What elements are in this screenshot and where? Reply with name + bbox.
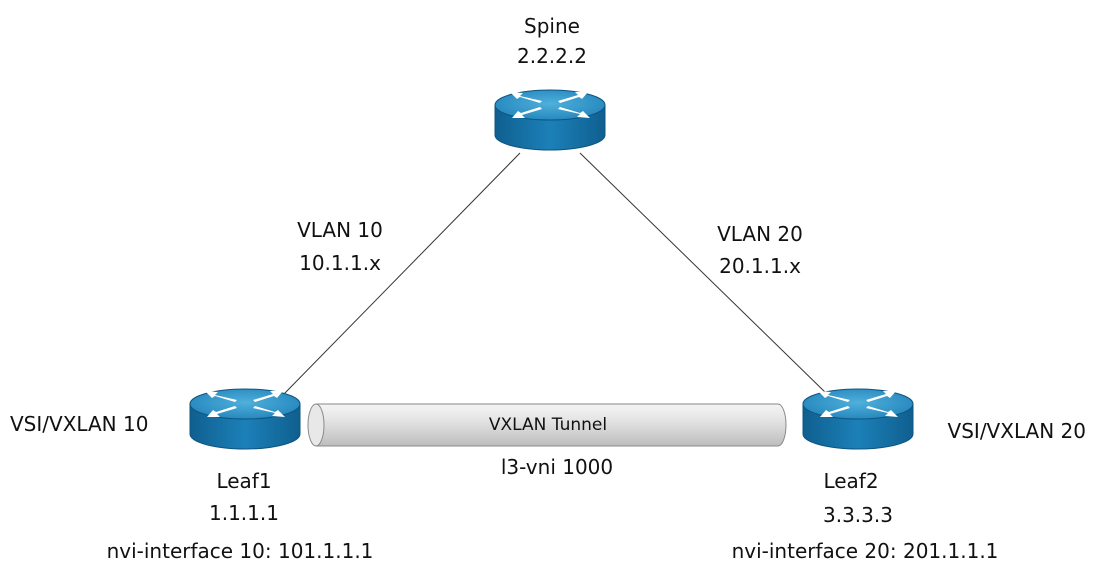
link1-vlan: VLAN 10 <box>297 218 383 242</box>
link-spine-leaf1 <box>282 152 521 396</box>
link-spine-leaf2 <box>579 152 829 396</box>
tunnel-l3vni: l3-vni 1000 <box>501 455 613 479</box>
tunnel-label: VXLAN Tunnel <box>489 415 607 435</box>
leaf1-nvi: nvi-interface 10: 101.1.1.1 <box>107 539 374 563</box>
link1-subnet: 10.1.1.x <box>299 251 381 275</box>
leaf1-router-icon <box>189 388 301 450</box>
leaf2-vsi: VSI/VXLAN 20 <box>948 419 1086 443</box>
link2-vlan: VLAN 20 <box>717 222 803 246</box>
vxlan-tunnel: VXLAN Tunnel <box>307 403 787 447</box>
spine-router-icon <box>494 89 606 151</box>
leaf1-vsi: VSI/VXLAN 10 <box>10 412 148 436</box>
leaf2-router-icon <box>802 388 914 450</box>
leaf2-name: Leaf2 <box>823 469 878 493</box>
leaf1-ip: 1.1.1.1 <box>209 501 279 525</box>
link2-subnet: 20.1.1.x <box>719 254 801 278</box>
leaf2-nvi: nvi-interface 20: 201.1.1.1 <box>732 539 999 563</box>
spine-name: Spine <box>524 14 580 38</box>
spine-ip: 2.2.2.2 <box>517 44 587 68</box>
leaf2-ip: 3.3.3.3 <box>823 503 893 527</box>
leaf1-name: Leaf1 <box>216 469 271 493</box>
